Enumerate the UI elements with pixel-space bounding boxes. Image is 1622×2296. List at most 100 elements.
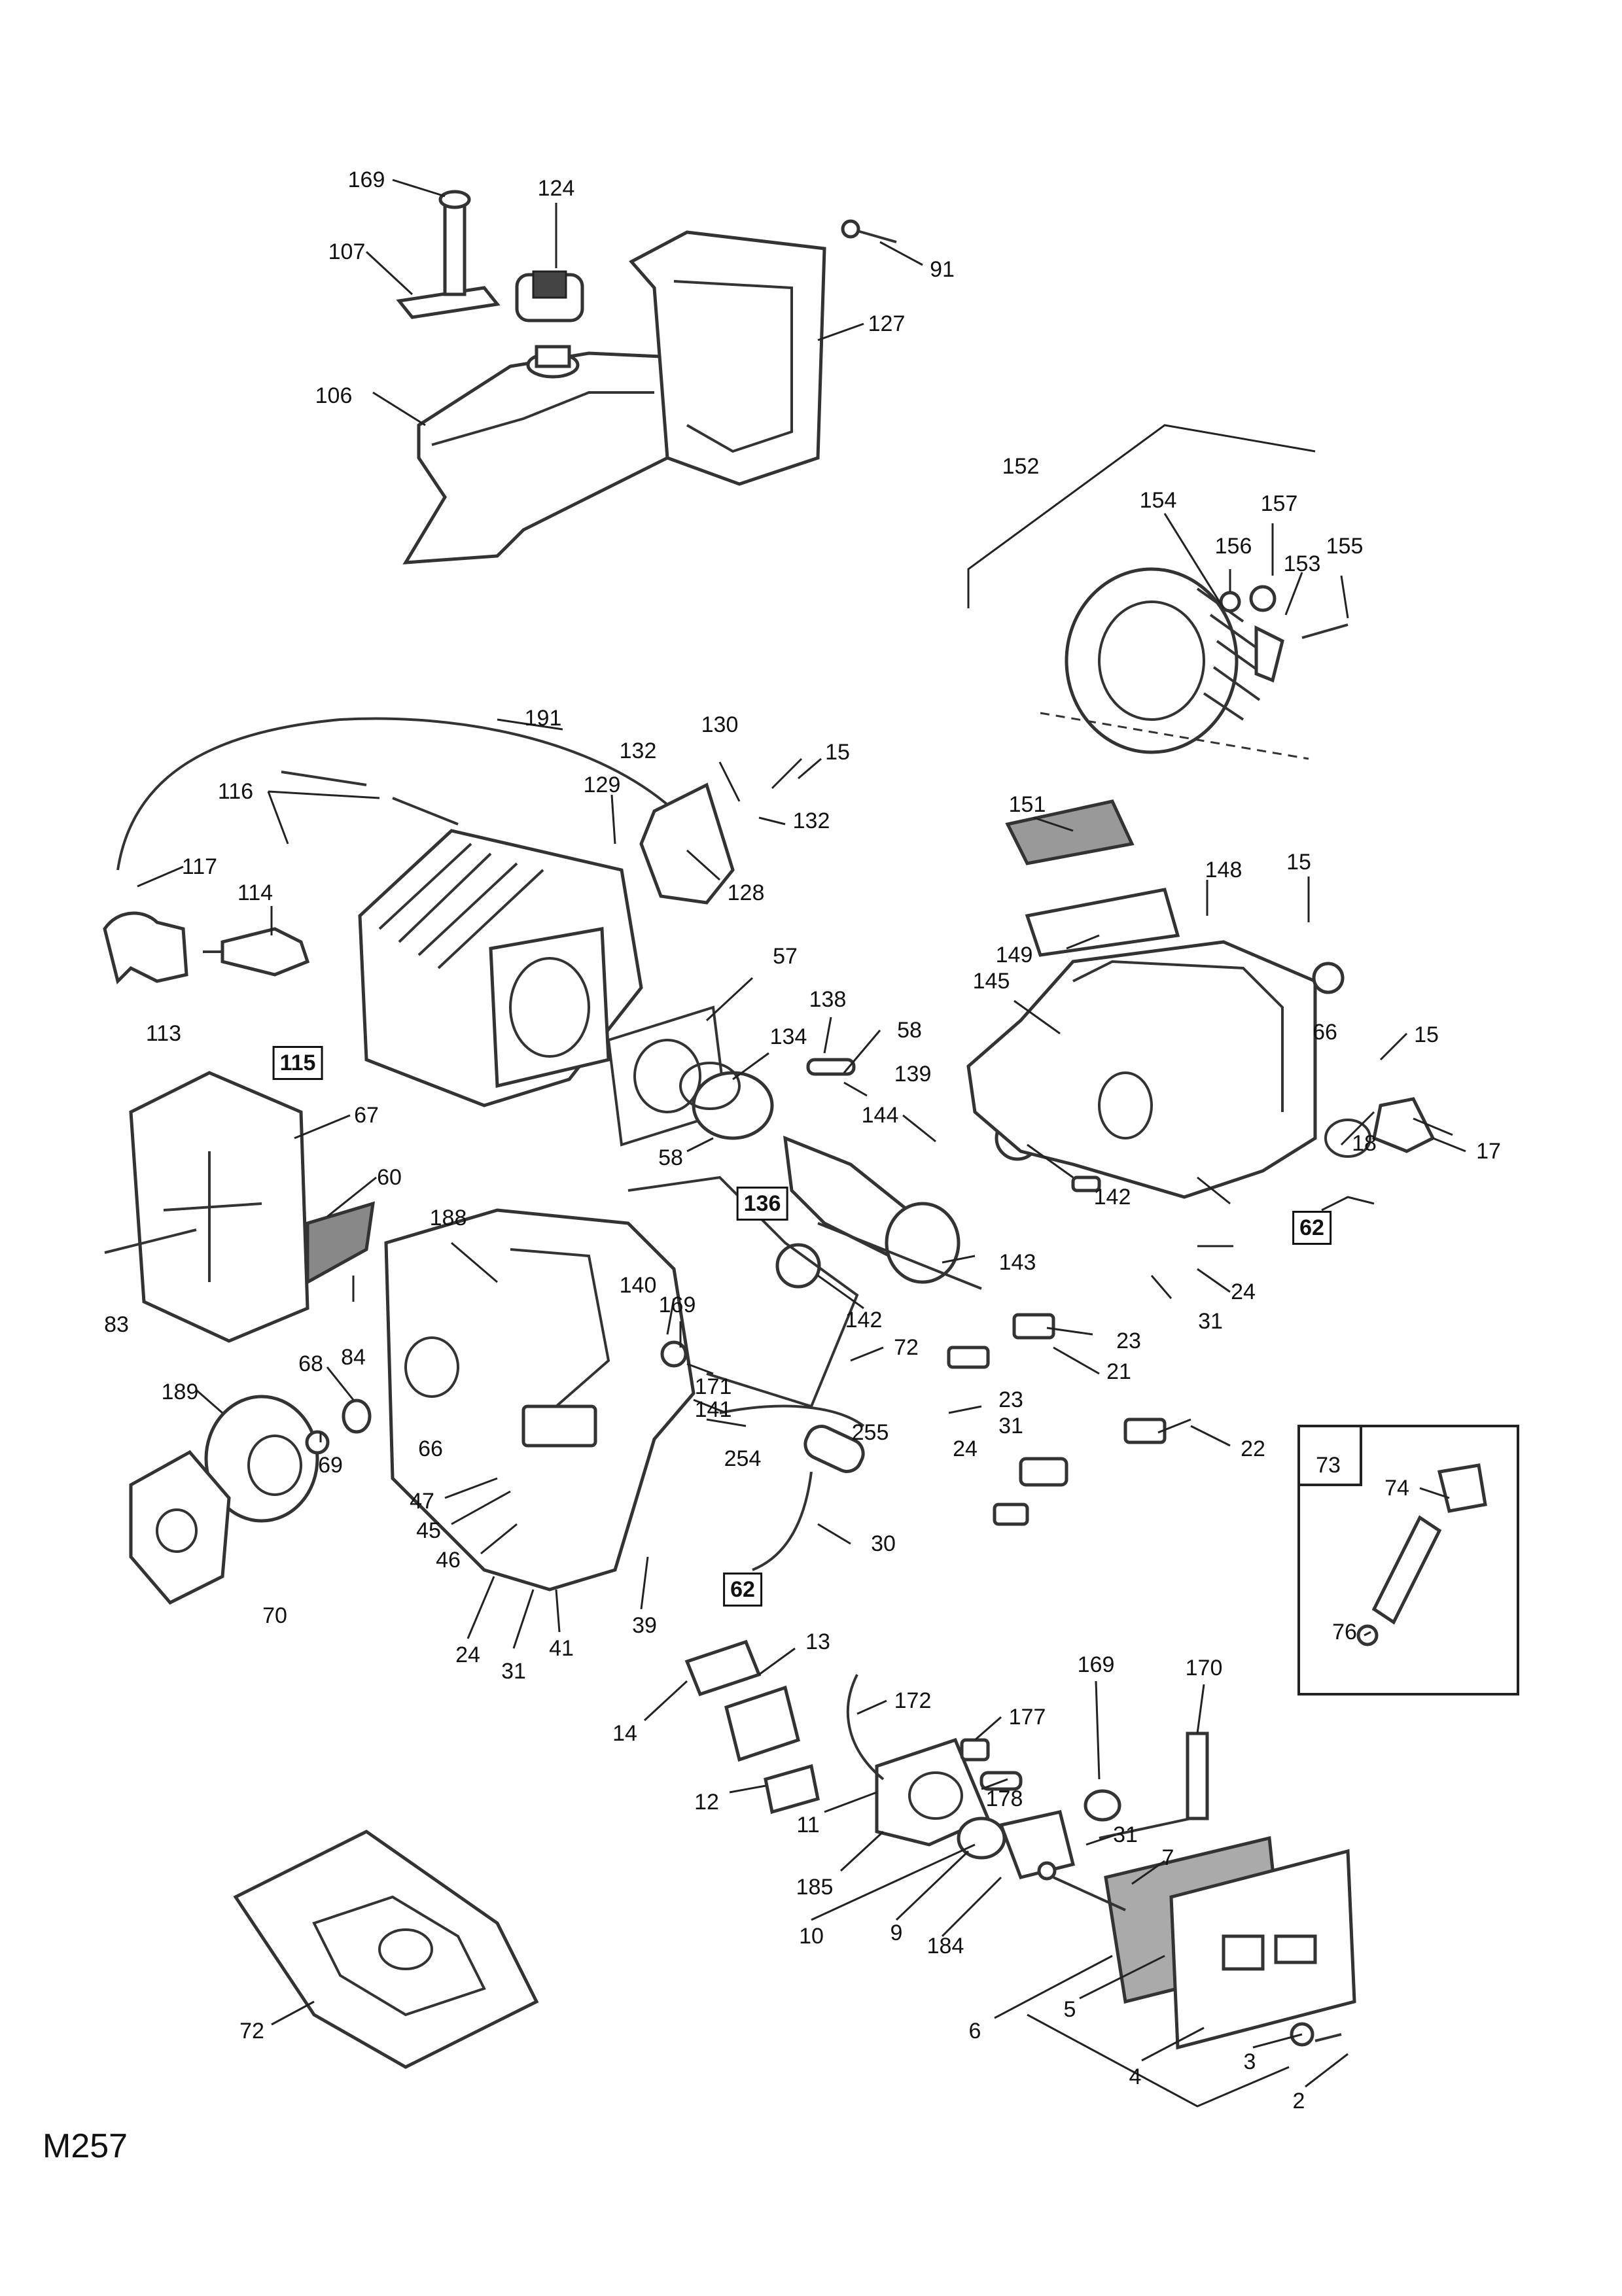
part-label-boxed: 62 xyxy=(1292,1211,1331,1245)
part-label: 24 xyxy=(953,1436,978,1461)
screw-7 xyxy=(1037,1861,1126,1911)
part-label: 132 xyxy=(619,739,657,763)
part-label: 10 xyxy=(799,1924,824,1949)
part-label: 72 xyxy=(239,2019,264,2044)
washer-68 xyxy=(342,1399,372,1434)
pin-170 xyxy=(1099,1731,1209,1839)
part-label: 134 xyxy=(769,1024,807,1049)
anti-vibration-mounts xyxy=(947,1175,1167,1526)
crankshaft-143 xyxy=(783,1136,982,1290)
part-label: 47 xyxy=(410,1489,434,1514)
part-label: 171 xyxy=(694,1374,732,1399)
part-label: 116 xyxy=(217,779,254,804)
part-label: 142 xyxy=(845,1308,883,1332)
spark-plug-114 xyxy=(203,927,310,977)
part-label: 39 xyxy=(632,1613,657,1638)
part-label: 113 xyxy=(145,1021,182,1046)
part-label: 184 xyxy=(926,1934,964,1958)
piston-136 xyxy=(679,1058,856,1140)
part-label: 114 xyxy=(237,880,273,905)
screw-91 xyxy=(841,219,897,243)
part-label: 2 xyxy=(1292,2089,1305,2113)
part-label: 191 xyxy=(524,706,562,731)
part-label: 124 xyxy=(537,176,575,201)
part-label: 24 xyxy=(455,1643,480,1667)
part-label: 141 xyxy=(694,1397,732,1422)
vent-plate-107 xyxy=(396,190,501,319)
part-label: 73 xyxy=(1316,1453,1341,1478)
part-label: 106 xyxy=(315,383,353,408)
part-label: 9 xyxy=(890,1921,903,1945)
part-label: 156 xyxy=(1214,534,1252,559)
part-label: 144 xyxy=(861,1103,899,1128)
part-label: 169 xyxy=(347,167,385,192)
part-label: 185 xyxy=(796,1875,834,1900)
part-label: 6 xyxy=(968,2019,981,2044)
air-filter-67 xyxy=(104,1071,376,1343)
part-label: 70 xyxy=(262,1603,287,1628)
plug-cap-113 xyxy=(103,911,188,984)
part-label: 148 xyxy=(1205,858,1243,882)
part-label: 169 xyxy=(1077,1652,1115,1677)
nut-69 xyxy=(305,1430,330,1455)
part-label: 4 xyxy=(1129,2064,1142,2089)
part-label: 74 xyxy=(1384,1476,1409,1501)
part-label: 21 xyxy=(1106,1359,1131,1384)
part-label: 58 xyxy=(658,1145,683,1170)
part-label: 45 xyxy=(416,1518,441,1543)
part-label: 254 xyxy=(724,1446,762,1471)
diaphragm-9-10-184 xyxy=(957,1810,1076,1879)
part-label: 76 xyxy=(1332,1620,1357,1644)
grommet-169 xyxy=(1084,1789,1121,1822)
part-label: 128 xyxy=(727,880,765,905)
muffler-128 xyxy=(639,782,735,905)
part-label: 84 xyxy=(341,1345,366,1370)
part-label: 107 xyxy=(328,239,366,264)
inset-box-73 xyxy=(1297,1425,1519,1696)
part-label: 12 xyxy=(694,1790,719,1815)
part-label: 169 xyxy=(658,1293,696,1317)
part-label: 60 xyxy=(377,1165,402,1190)
crankcase-half-62-lower xyxy=(384,1175,859,1592)
part-label: 188 xyxy=(429,1206,467,1230)
handle-frame-127 xyxy=(629,230,826,486)
part-label: 18 xyxy=(1352,1131,1377,1156)
part-label: 5 xyxy=(1063,1997,1076,2022)
flywheel-154 xyxy=(967,424,1349,760)
part-label: 31 xyxy=(1198,1309,1223,1334)
part-label: 3 xyxy=(1243,2049,1256,2074)
part-label-boxed: 136 xyxy=(736,1187,788,1221)
part-label: 143 xyxy=(998,1250,1036,1275)
part-label: 69 xyxy=(318,1453,343,1478)
part-label: 189 xyxy=(161,1380,199,1404)
part-label: 145 xyxy=(972,969,1010,994)
part-label: 154 xyxy=(1139,488,1177,513)
gasket-set-72 xyxy=(233,1830,539,2069)
clutch-drum-189 xyxy=(204,1395,319,1523)
fuel-tank-106 xyxy=(402,345,669,565)
part-label: 91 xyxy=(930,257,955,282)
part-label: 152 xyxy=(1002,454,1040,479)
part-label: 41 xyxy=(549,1636,574,1661)
part-label: 23 xyxy=(1116,1329,1141,1353)
part-label: 58 xyxy=(897,1018,922,1043)
part-label: 14 xyxy=(612,1721,637,1746)
part-label: 177 xyxy=(1008,1705,1046,1730)
part-label: 140 xyxy=(619,1273,657,1298)
part-label: 130 xyxy=(701,712,739,737)
part-label: 7 xyxy=(1161,1845,1174,1870)
cylinder-115 xyxy=(281,771,643,1107)
part-label: 66 xyxy=(418,1436,443,1461)
part-label: 67 xyxy=(354,1103,379,1128)
fuel-filter-30 xyxy=(719,1404,865,1571)
part-label: 15 xyxy=(1286,850,1311,875)
part-label: 46 xyxy=(436,1548,461,1573)
part-label: 31 xyxy=(501,1659,526,1684)
part-label: 117 xyxy=(181,854,218,879)
page-code: M257 xyxy=(43,2127,128,2165)
crankcase-half-62-upper xyxy=(966,799,1436,1199)
choke-cable-172 xyxy=(847,1674,885,1781)
tank-cap-124 xyxy=(515,270,584,322)
part-label: 66 xyxy=(1313,1020,1337,1045)
